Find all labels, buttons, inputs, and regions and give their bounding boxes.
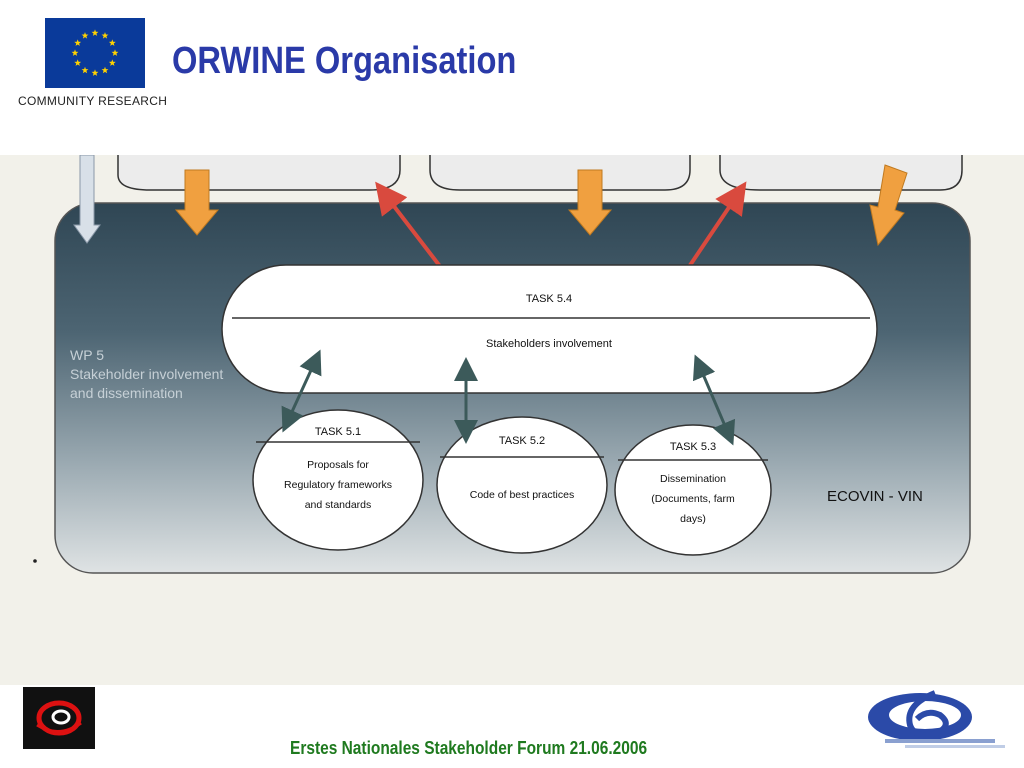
task-5-3-body-line: days)	[680, 513, 706, 525]
task-5-4-body: Stakeholders involvement	[486, 338, 612, 350]
eu-star-icon	[91, 69, 99, 76]
page-title: ORWINE Organisation	[172, 40, 517, 82]
red-circle-logo-icon	[23, 687, 95, 749]
eu-star-icon	[101, 32, 109, 39]
task-5-1-body-line: and standards	[305, 499, 372, 511]
top-box-middle	[429, 155, 691, 191]
dot-mark	[33, 559, 37, 563]
wp5-label-line: and dissemination	[70, 385, 183, 401]
wp5-label-line: WP 5	[70, 347, 104, 363]
top-box-right	[719, 155, 963, 191]
eu-star-icon	[101, 66, 109, 74]
top-box-left	[117, 155, 401, 191]
task-5-1-body-line: Proposals for	[307, 459, 369, 471]
orange-down-arrow-icon	[869, 164, 908, 247]
teal-double-arrow-icon	[281, 349, 322, 433]
orange-down-arrow-icon	[174, 169, 220, 236]
task-5-2-oval	[436, 416, 608, 554]
eu-star-icon	[91, 29, 99, 36]
organisation-diagram: WP 5 Stakeholder involvement and dissemi…	[0, 155, 1024, 685]
partner-label: ECOVIN - VIN	[827, 488, 923, 505]
task-5-3-header: TASK 5.3	[670, 441, 716, 453]
eu-flag-icon	[71, 29, 119, 76]
task-5-4-box	[221, 264, 878, 394]
task-5-3-body-line: Dissemination	[660, 473, 726, 485]
eu-flag-logo	[45, 18, 145, 88]
teal-double-arrow-icon	[692, 354, 736, 446]
task-5-3-body-line: (Documents, farm	[651, 493, 735, 505]
wp5-label-line: Stakeholder involvement	[70, 366, 223, 382]
eu-star-icon	[111, 49, 119, 56]
footer-text: Erstes Nationales Stakeholder Forum 21.0…	[290, 738, 648, 758]
task-5-4-header: TASK 5.4	[526, 293, 572, 305]
task-5-2-header: TASK 5.2	[499, 435, 545, 447]
community-research-label: COMMUNITY RESEARCH	[18, 94, 168, 108]
task-5-1-oval	[252, 409, 424, 551]
eu-star-icon	[81, 32, 89, 39]
task-5-1-body-line: Regulatory frameworks	[284, 479, 392, 491]
eu-star-icon	[74, 59, 82, 66]
eu-star-icon	[71, 49, 79, 56]
orange-down-arrow-icon	[567, 169, 613, 236]
fp6-logo-icon	[865, 685, 1015, 755]
eu-star-icon	[108, 59, 116, 66]
eu-star-icon	[74, 39, 82, 46]
light-down-arrow-icon	[73, 155, 101, 244]
eu-star-icon	[81, 66, 89, 74]
task-5-1-header: TASK 5.1	[315, 426, 361, 438]
task-5-2-body-line: Code of best practices	[470, 489, 574, 501]
eu-star-icon	[108, 39, 116, 46]
